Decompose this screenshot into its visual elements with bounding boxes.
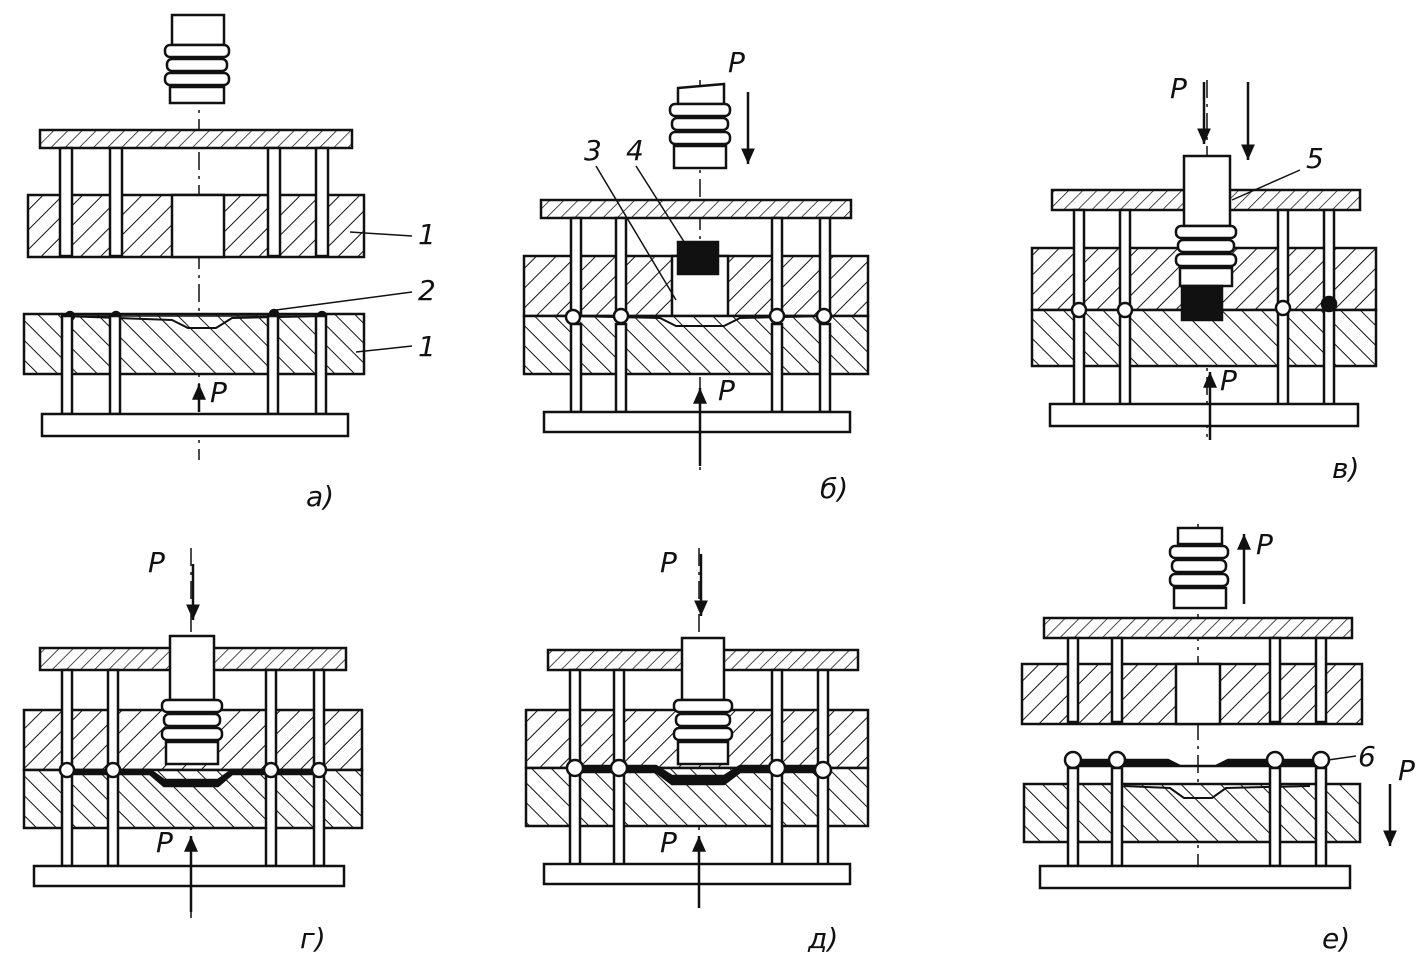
force-label-top: P xyxy=(148,546,165,579)
punch xyxy=(668,82,732,170)
force-label-top: P xyxy=(1170,72,1187,105)
panel-e xyxy=(524,548,870,910)
force-label-bottom: P xyxy=(156,826,173,859)
label-2: 2 xyxy=(418,274,436,307)
panel-c xyxy=(1030,80,1378,440)
punch xyxy=(672,636,734,766)
upper-plate xyxy=(38,128,354,150)
label-1-lower: 1 xyxy=(418,330,436,363)
force-label-top: P xyxy=(660,546,677,579)
base-plate xyxy=(40,412,350,438)
force-label: P xyxy=(210,376,227,409)
panel-a xyxy=(22,13,413,460)
label-6: 6 xyxy=(1358,740,1376,773)
punch xyxy=(1174,154,1238,288)
force-label-bottom: P xyxy=(660,826,677,859)
label-1-upper: 1 xyxy=(418,218,436,251)
caption-f: е) xyxy=(1322,922,1350,955)
force-label-top: P xyxy=(728,46,745,79)
caption-b: б) xyxy=(820,472,848,505)
caption-e: д) xyxy=(807,922,838,955)
force-label-bottom: P xyxy=(718,374,735,407)
punch xyxy=(1168,526,1230,610)
label-5: 5 xyxy=(1306,142,1324,175)
caption-a: а) xyxy=(306,480,334,513)
force-label-bottom: P xyxy=(1220,364,1237,397)
label-3: 3 xyxy=(584,134,602,167)
label-4: 4 xyxy=(626,134,644,167)
panel-b xyxy=(522,80,870,470)
lower-die xyxy=(22,312,366,376)
caption-c: в) xyxy=(1332,452,1359,485)
force-label-top: P xyxy=(1256,528,1273,561)
panel-f xyxy=(1020,524,1397,890)
punch xyxy=(160,634,224,766)
force-label-right: P xyxy=(1398,754,1415,787)
caption-d: г) xyxy=(300,922,326,955)
panel-d xyxy=(22,548,364,918)
punch xyxy=(163,13,231,105)
